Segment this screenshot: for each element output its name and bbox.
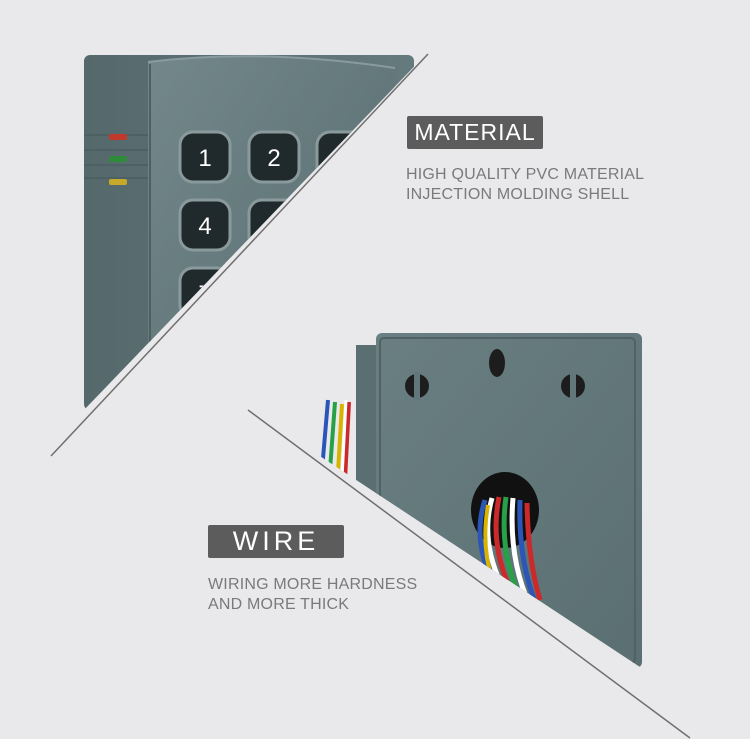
mount-hole-left — [405, 372, 429, 400]
led-red — [109, 134, 127, 140]
material-tag: MATERIAL — [407, 116, 543, 149]
svg-text:5: 5 — [267, 213, 280, 240]
mount-hole-right — [561, 372, 585, 400]
svg-text:4: 4 — [198, 213, 211, 240]
led-yellow — [109, 179, 127, 185]
svg-text:2: 2 — [267, 145, 280, 172]
key-3 — [315, 130, 369, 184]
svg-text:7: 7 — [198, 281, 211, 308]
divider-line-bottom — [247, 409, 691, 739]
wire-bundle-left — [320, 399, 351, 481]
material-line-2: INJECTION MOLDING SHELL — [406, 186, 630, 203]
wire-tag: WIRE — [208, 525, 344, 558]
wire-description: WIRING MORE HARDNESS AND MORE THICK — [208, 575, 417, 615]
key-5: 5 — [247, 198, 301, 252]
divider-line-top — [50, 53, 429, 457]
wire-line-2: AND MORE THICK — [208, 596, 350, 613]
mount-slot-top — [489, 349, 505, 377]
card-reader-back — [320, 333, 642, 700]
material-line-1: HIGH QUALITY PVC MATERIAL — [406, 166, 645, 183]
led-green — [109, 156, 127, 162]
mount-hole-bottom — [561, 626, 585, 654]
svg-text:1: 1 — [198, 145, 211, 172]
key-1: 1 — [178, 130, 232, 184]
key-4: 4 — [178, 198, 232, 252]
key-2: 2 — [247, 130, 301, 184]
material-description: HIGH QUALITY PVC MATERIAL INJECTION MOLD… — [406, 165, 644, 205]
keypad: 1 2 4 5 7 — [178, 130, 369, 320]
wire-line-1: WIRING MORE HARDNESS — [208, 576, 418, 593]
